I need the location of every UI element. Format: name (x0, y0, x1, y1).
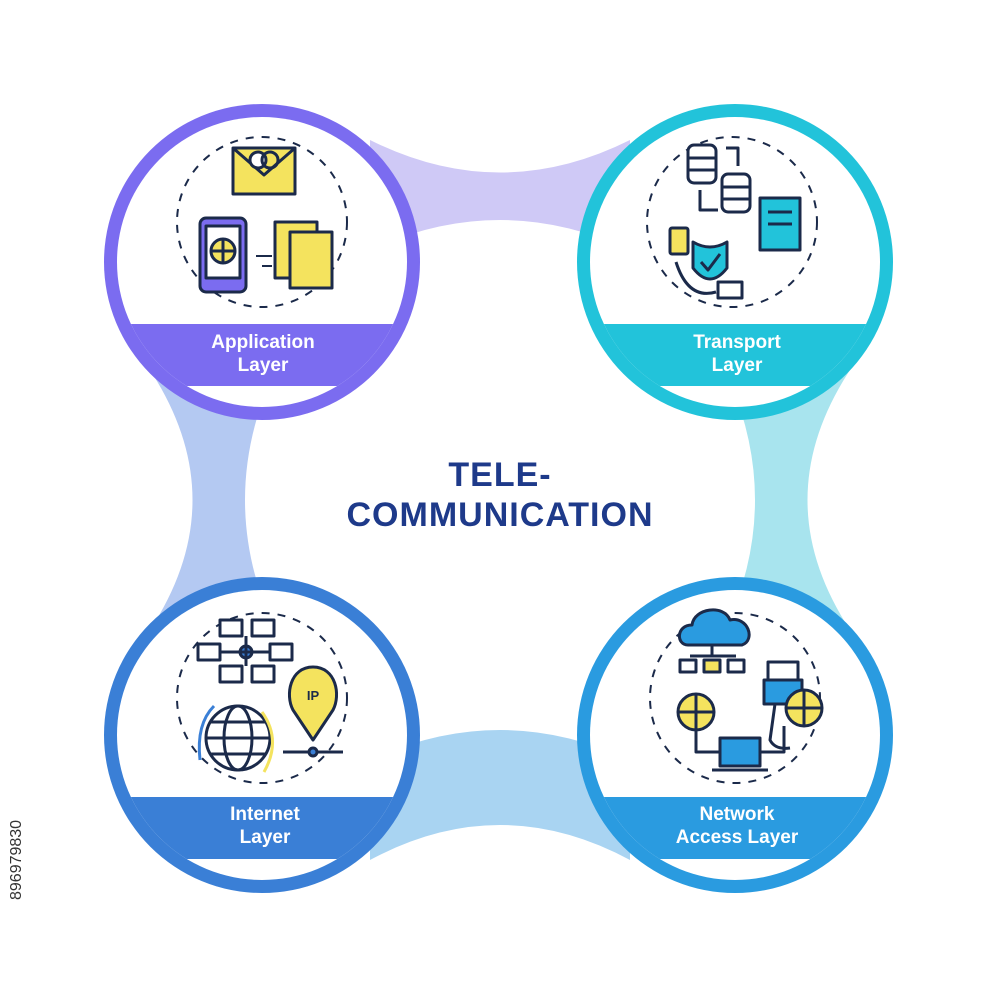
connector-top (370, 140, 630, 250)
circle-network-access (577, 577, 893, 893)
cloud-usb-globe-laptop-icon (649, 608, 824, 784)
network-globe-ip-icon: IP (176, 612, 348, 784)
transport-label-line-1: Transport (693, 332, 781, 353)
internet-label-line-2: Layer (239, 827, 291, 848)
network-access-label-line-2: Access Layer (675, 827, 799, 848)
diagram-title: TELE- COMMUNICATION (300, 455, 700, 535)
svg-text:IP: IP (307, 688, 320, 703)
email-phone-documents-icon (176, 136, 348, 308)
database-server-shield-icon (646, 136, 818, 308)
stock-id: 896979830 (8, 819, 25, 900)
connector-right (725, 370, 850, 630)
connector-bottom (370, 730, 630, 860)
application-layer-label: Application Layer (153, 331, 373, 377)
internet-layer-label: Internet Layer (155, 803, 375, 849)
internet-label-line-1: Internet (230, 804, 300, 825)
title-line-2: COMMUNICATION (346, 496, 654, 534)
network-access-label-line-1: Network (699, 804, 775, 825)
application-label-line-1: Application (211, 332, 315, 353)
transport-label-line-2: Layer (711, 355, 763, 376)
title-line-1: TELE- (448, 456, 552, 494)
network-access-layer-label: Network Access Layer (627, 803, 847, 849)
application-label-line-2: Layer (237, 355, 289, 376)
circle-application (104, 104, 420, 420)
transport-layer-label: Transport Layer (627, 331, 847, 377)
connector-left (150, 370, 275, 630)
